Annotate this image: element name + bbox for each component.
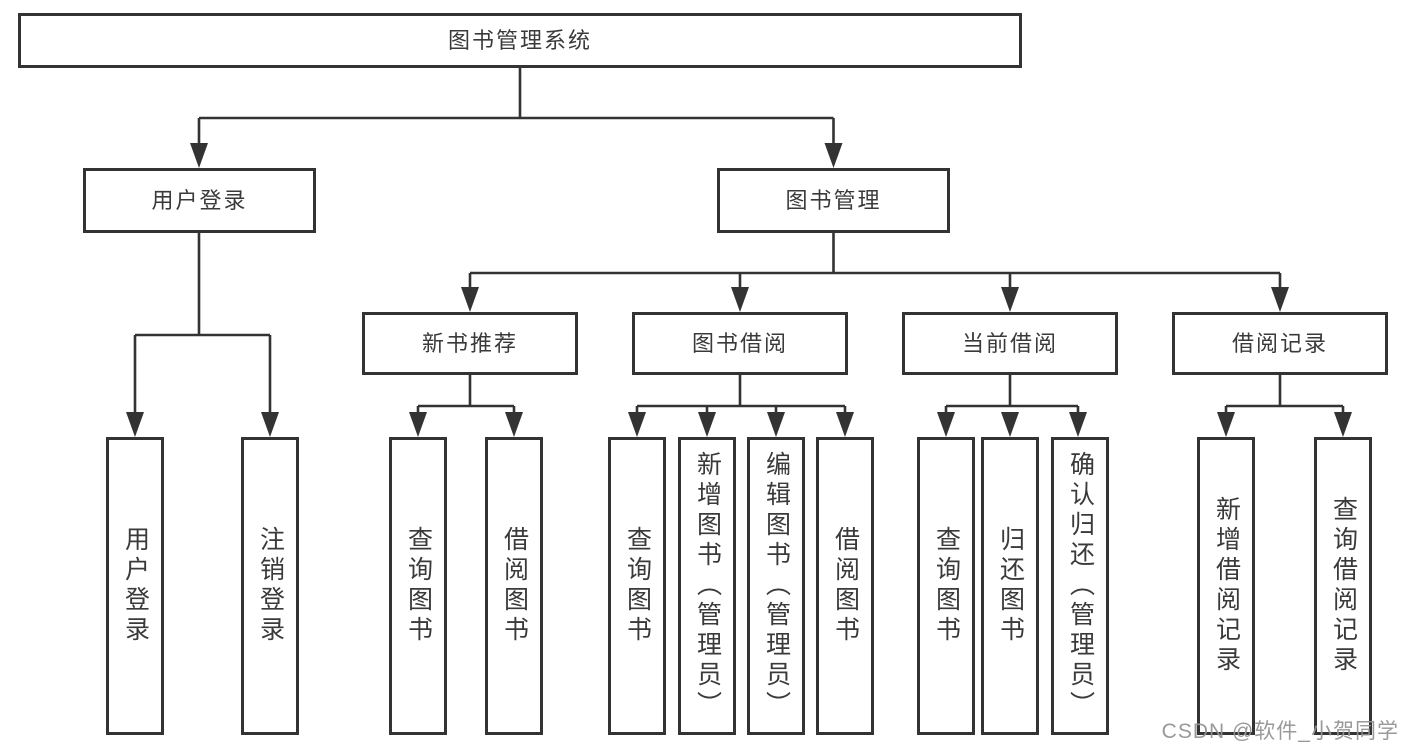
node-book-borrowing: 图书借阅: [632, 312, 848, 375]
leaf-query-books-borrowing: 查询图书: [608, 437, 666, 735]
node-label: 新增图书（管理员）: [693, 451, 722, 721]
connector-paths: [133, 67, 1345, 415]
leaf-user-login: 用户登录: [106, 437, 164, 735]
node-book-management: 图书管理: [717, 168, 950, 233]
node-borrowing-records: 借阅记录: [1172, 312, 1388, 375]
arrowheads: [126, 143, 1352, 437]
watermark: CSDN @软件_小贺同学: [1161, 720, 1399, 743]
node-label: 查询图书: [404, 526, 433, 646]
node-new-book-recommendation: 新书推荐: [362, 312, 578, 375]
node-label: 查询借阅记录: [1329, 496, 1358, 676]
node-label: 查询图书: [932, 526, 961, 646]
node-current-borrowing: 当前借阅: [902, 312, 1118, 375]
leaf-query-borrow-record: 查询借阅记录: [1314, 437, 1372, 735]
node-label: 借阅图书: [500, 526, 529, 646]
node-label: 新书推荐: [421, 330, 518, 356]
leaf-borrow-books-recommend: 借阅图书: [485, 437, 543, 735]
node-label: 归还图书: [996, 526, 1025, 646]
node-label: 借阅图书: [831, 526, 860, 646]
leaf-edit-book-admin: 编辑图书（管理员）: [747, 437, 805, 735]
node-label: 确认归还（管理员）: [1066, 451, 1095, 721]
leaf-add-book-admin: 新增图书（管理员）: [678, 437, 736, 735]
node-label: 新增借阅记录: [1212, 496, 1241, 676]
node-label: 注销登录: [256, 526, 285, 646]
node-label: 图书管理: [785, 187, 882, 213]
leaf-query-books-recommend: 查询图书: [389, 437, 447, 735]
node-label: 查询图书: [623, 526, 652, 646]
node-label: 借阅记录: [1231, 330, 1328, 356]
leaf-logout: 注销登录: [241, 437, 299, 735]
leaf-query-books-current: 查询图书: [917, 437, 975, 735]
leaf-confirm-return-admin: 确认归还（管理员）: [1051, 437, 1109, 735]
node-label: 用户登录: [121, 526, 150, 646]
node-user-login: 用户登录: [83, 168, 316, 233]
leaf-return-books: 归还图书: [981, 437, 1039, 735]
node-label: 用户登录: [151, 187, 248, 213]
leaf-add-borrow-record: 新增借阅记录: [1197, 437, 1255, 735]
node-label: 图书管理系统: [447, 27, 592, 53]
leaf-borrow-books-borrowing: 借阅图书: [816, 437, 874, 735]
node-label: 图书借阅: [691, 330, 788, 356]
node-library-management-system: 图书管理系统: [18, 13, 1022, 68]
node-label: 当前借阅: [961, 330, 1058, 356]
node-label: 编辑图书（管理员）: [762, 451, 791, 721]
